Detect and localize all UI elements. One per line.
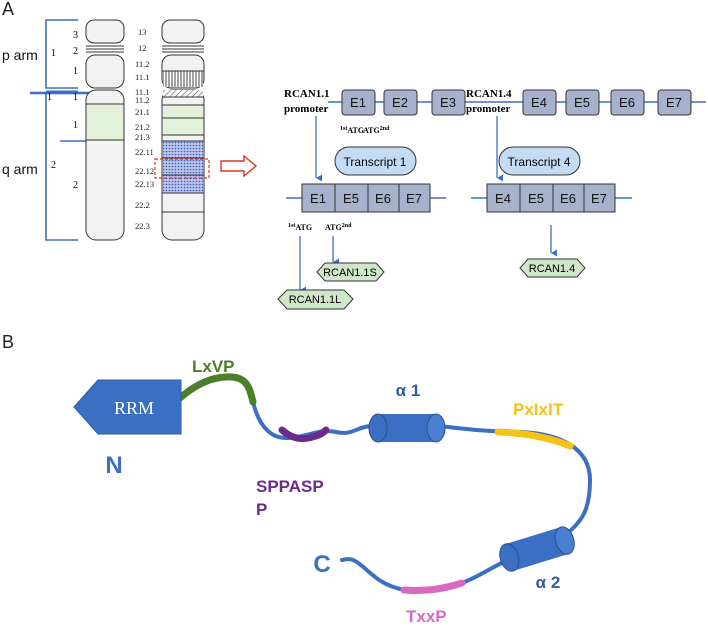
panel-a-label: A [2,0,14,19]
helix-alpha1 [368,413,446,443]
p-region-number: 1 [51,48,56,59]
transcript1-exon-labels: E1 E5 E6 E7 [310,191,422,206]
p-band-2: 2 [73,46,78,57]
sppasp-segment [278,426,330,443]
cen-band-1a: 1 [47,92,52,103]
transcript1-atg1-label: 1stATG [288,223,312,232]
svg-text:13: 13 [138,27,147,37]
svg-text:11.1: 11.1 [135,72,150,82]
q-band-2: 2 [73,180,78,191]
lxvp-label: LxVP [192,357,235,376]
svg-text:11.2: 11.2 [135,59,150,69]
svg-text:E7: E7 [666,95,682,110]
band-labels: 13 12 11.2 11.1 11.1 11.2 21.1 21.2 21.3… [135,27,154,231]
alpha2-label: α 2 [536,573,561,592]
p-band-1: 1 [73,66,78,77]
sppasp-label-line2: P [256,500,267,519]
svg-text:E5: E5 [343,191,359,206]
svg-text:21.2: 21.2 [135,122,150,132]
p-band-3: 3 [73,30,78,41]
q-band-1: 1 [73,120,78,131]
arm-brackets [30,19,90,241]
panel-b-label: B [2,332,14,352]
svg-text:22.2: 22.2 [135,200,150,210]
svg-text:22.12: 22.12 [135,166,154,176]
rcan11l-label: RCAN1.1L [289,294,342,306]
svg-text:E1: E1 [310,191,326,206]
alpha1-label: α 1 [396,381,421,400]
svg-text:E5: E5 [574,95,590,110]
pxixit-label: PxIxIT [513,400,564,419]
svg-text:21.3: 21.3 [135,132,150,142]
helix-alpha2 [499,526,575,572]
c-terminus-label: C [313,551,330,578]
transcript4-pill [498,146,581,176]
rcan11-promoter-name: RCAN1.1 [284,88,330,100]
transcript1-exons [301,183,431,213]
transcript4-exons [486,183,616,213]
pxixit-segment [494,428,574,450]
transcript4-exon-labels: E4 E5 E6 E7 [495,191,607,206]
svg-text:E2: E2 [392,95,408,110]
rcan11-promoter-label: promoter [284,103,329,115]
lxvp-segment [176,373,257,406]
svg-text:11.1: 11.1 [135,87,150,97]
region-highlight-box [154,158,210,179]
svg-text:E1: E1 [350,95,366,110]
gene-exon-labels: E1 E2 E3 E4 E5 E6 E7 [350,95,682,110]
svg-text:E5: E5 [528,191,544,206]
p-arm-label: p arm [2,47,38,63]
gene-exons [341,89,692,116]
cen-band-1b: 1 [73,92,78,103]
svg-text:11.2: 11.2 [135,95,150,105]
txxp-segment [400,579,466,594]
svg-text:22.3: 22.3 [135,221,150,231]
q-arm-label: q arm [2,161,38,177]
chromosome-right [161,19,205,241]
svg-text:12: 12 [138,43,147,53]
svg-text:E6: E6 [375,191,391,206]
rcan14-hexagon [519,258,586,278]
rcan11l-hexagon [277,289,354,310]
q-region-number: 2 [51,160,56,171]
rrm-label: RRM [114,398,154,418]
svg-text:E4: E4 [531,95,547,110]
zoom-arrow [220,154,258,178]
chromosome-left [85,19,125,241]
gene-atg2-label: ATG2nd [363,126,390,135]
svg-text:22.13: 22.13 [135,179,154,189]
rcan14-promoter-name: RCAN1.4 [466,88,512,100]
transcript1-atg2-label: ATG2nd [325,223,352,232]
svg-text:22.11: 22.11 [135,147,154,157]
svg-text:E7: E7 [591,191,607,206]
rcan11s-hexagon [316,262,385,282]
transcript1-label: Transcript 1 [344,155,407,169]
rcan14-label: RCAN1.4 [529,263,575,275]
rcan14-promoter-label: promoter [466,103,511,115]
rrm-domain [73,379,182,435]
txxp-label: TxxP [406,607,447,626]
svg-text:E4: E4 [495,191,511,206]
svg-text:E3: E3 [440,95,456,110]
transcript4-label: Transcript 4 [508,155,571,169]
svg-text:E7: E7 [406,191,422,206]
rcan11s-label: RCAN1.1S [323,267,377,279]
n-terminus-label: N [105,452,122,479]
sppasp-label: SPPASP [256,477,324,496]
transcript1-pill [334,146,417,176]
svg-text:E6: E6 [560,191,576,206]
svg-text:21.1: 21.1 [135,107,150,117]
gene-atg1-label: 1stATG [340,126,364,135]
svg-text:E6: E6 [619,95,635,110]
